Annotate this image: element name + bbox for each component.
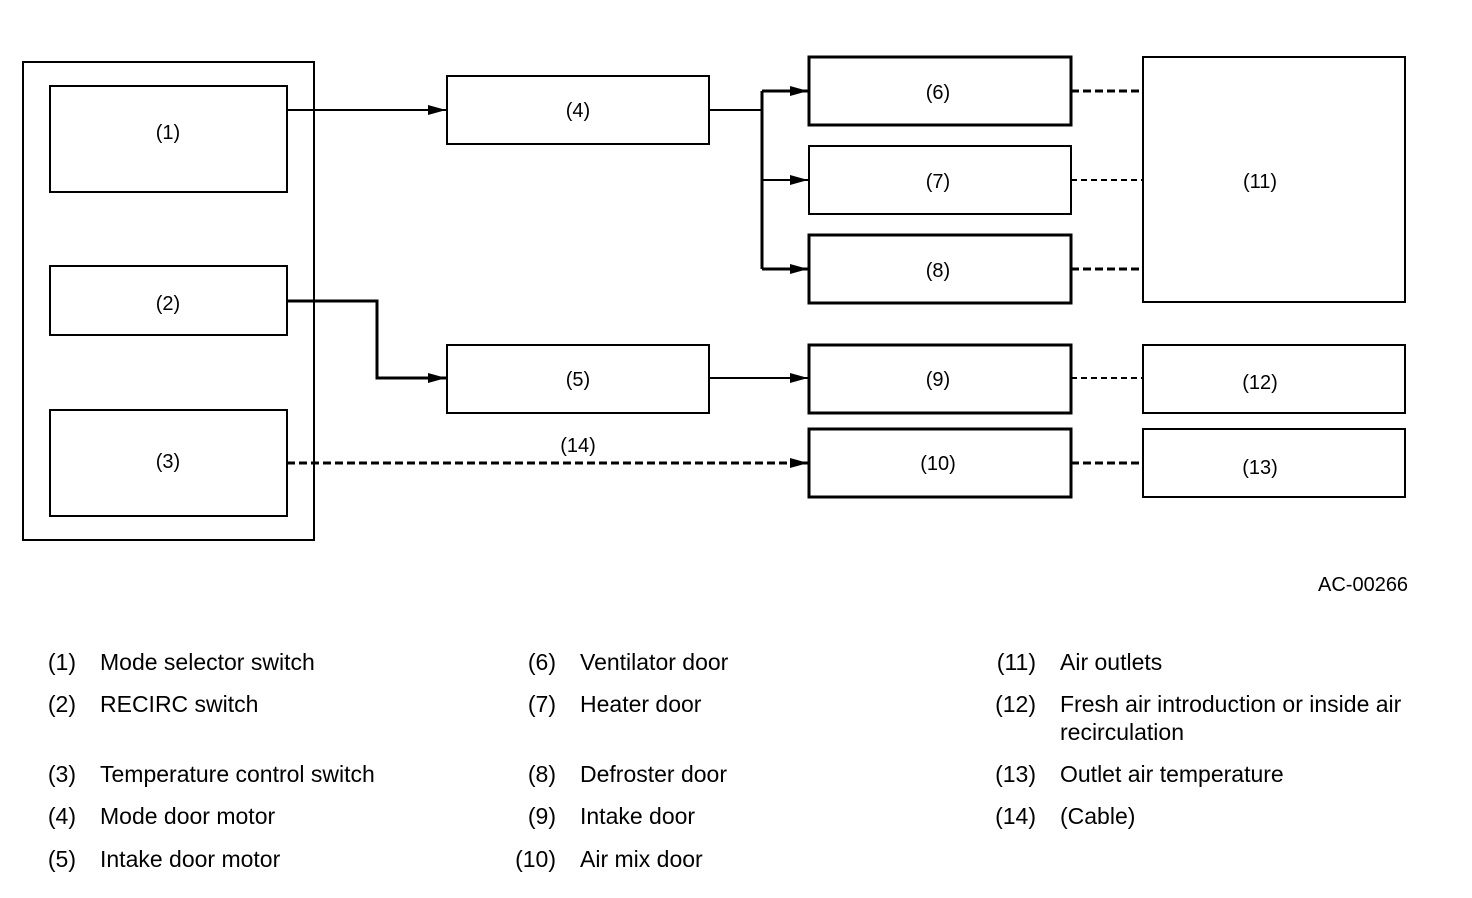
legend-number: (5) bbox=[47, 846, 76, 872]
label-7: (7) bbox=[926, 171, 950, 193]
legend-text: Defroster door bbox=[580, 761, 728, 787]
legend-text: Mode door motor bbox=[100, 803, 276, 829]
legend-number: (13) bbox=[995, 761, 1036, 787]
system-diagram: (1) (2) (3) (4) (5) (6) (7) (8) (9) (10)… bbox=[22, 55, 1406, 541]
legend-number: (12) bbox=[995, 691, 1036, 717]
legend-text: (Cable) bbox=[1060, 803, 1136, 829]
label-4: (4) bbox=[566, 100, 590, 122]
box-mode-selector-switch bbox=[49, 85, 288, 193]
legend-text: Air mix door bbox=[580, 846, 703, 872]
legend-text: Ventilator door bbox=[580, 649, 729, 675]
legend-text: Outlet air temperature bbox=[1060, 761, 1284, 787]
figure-code: AC-00266 bbox=[1318, 574, 1409, 596]
legend-text: Heater door bbox=[580, 691, 702, 717]
legend-text: RECIRC switch bbox=[100, 691, 259, 717]
legend-number: (10) bbox=[515, 846, 556, 872]
label-13: (13) bbox=[1242, 457, 1278, 479]
legend-text: Temperature control switch bbox=[100, 761, 375, 787]
legend-text: Intake door motor bbox=[100, 846, 281, 872]
box-outlet-air-temperature bbox=[1142, 428, 1406, 498]
legend-number: (2) bbox=[47, 691, 76, 717]
label-9: (9) bbox=[926, 369, 950, 391]
label-8: (8) bbox=[926, 260, 950, 282]
label-11: (11) bbox=[1243, 171, 1277, 193]
legend-number: (4) bbox=[47, 803, 76, 829]
legend-number: (9) bbox=[527, 803, 556, 829]
legend-number: (6) bbox=[527, 649, 556, 675]
label-1: (1) bbox=[156, 122, 180, 144]
label-2: (2) bbox=[156, 293, 180, 315]
label-6: (6) bbox=[926, 82, 950, 104]
legend-number: (8) bbox=[527, 761, 556, 787]
label-5: (5) bbox=[566, 369, 590, 391]
label-10: (10) bbox=[920, 453, 956, 475]
legend-number: (11) bbox=[996, 649, 1036, 675]
connector-2-to-5 bbox=[287, 299, 446, 383]
label-3: (3) bbox=[156, 451, 180, 473]
legend-number: (1) bbox=[47, 649, 76, 675]
legend-text: Fresh air introduction or inside air rec… bbox=[1060, 691, 1402, 745]
legend-number: (7) bbox=[527, 691, 556, 717]
legend-number: (14) bbox=[995, 803, 1036, 829]
legend-number: (3) bbox=[47, 761, 76, 787]
label-14-cable: (14) bbox=[560, 435, 596, 457]
legend-text: Intake door bbox=[580, 803, 696, 829]
legend-text: Mode selector switch bbox=[100, 649, 315, 675]
legend-text: Air outlets bbox=[1060, 649, 1163, 675]
label-12: (12) bbox=[1242, 372, 1278, 394]
